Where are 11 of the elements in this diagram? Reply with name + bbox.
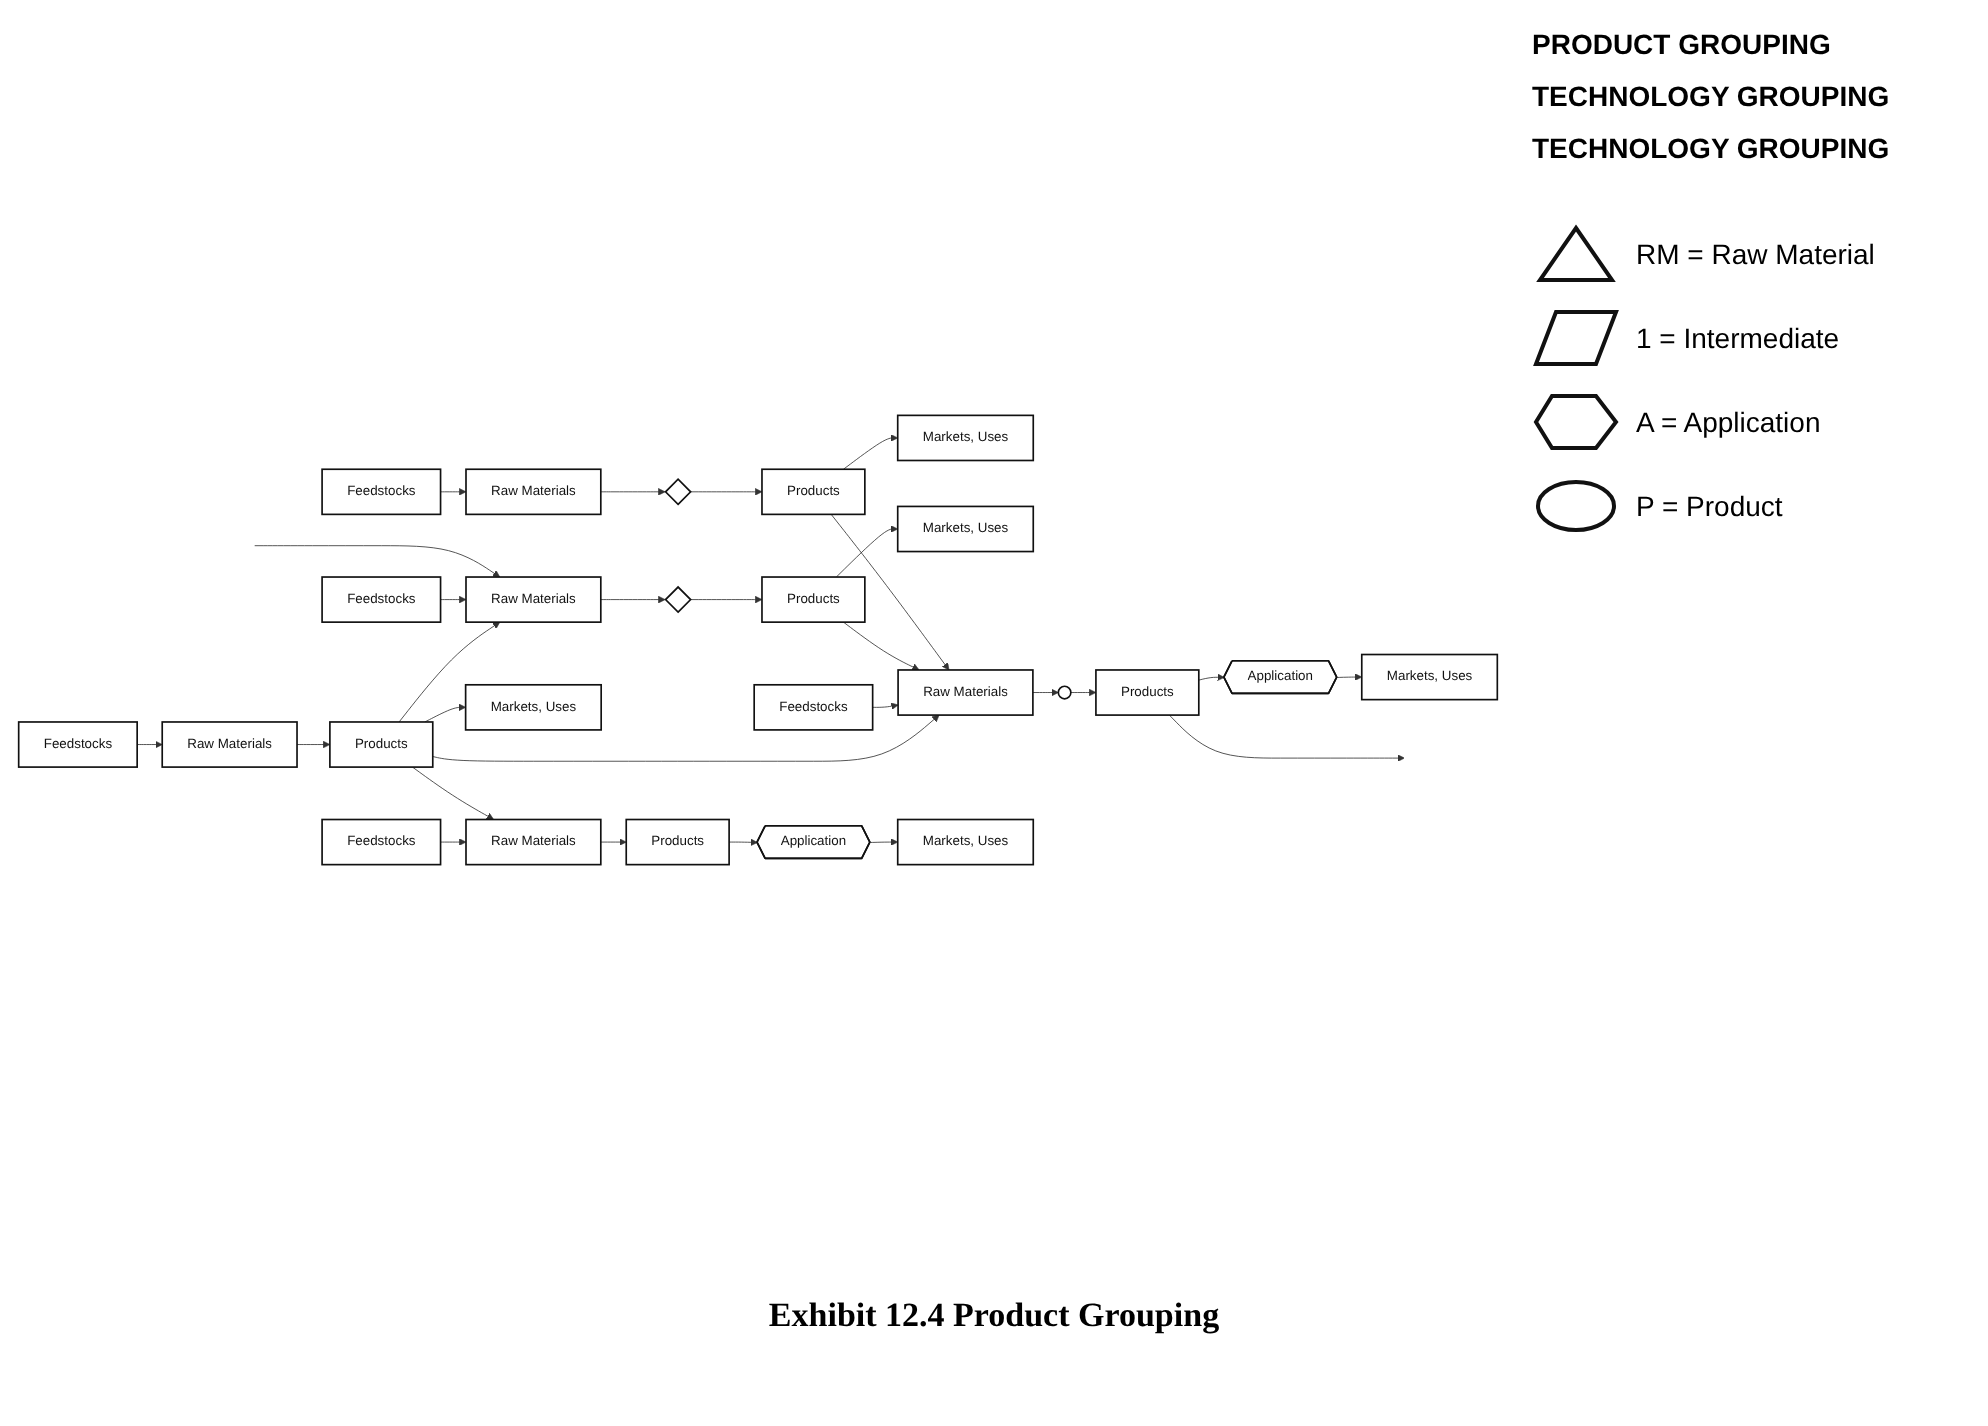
node-diamond [664, 585, 692, 614]
legend-text: 1 = Intermediate [1636, 322, 1840, 354]
group-heading: TECHNOLOGY GROUPING [1532, 132, 1892, 164]
legend-text: A = Application [1636, 406, 1821, 438]
legend-text: RM = Raw Material [1636, 238, 1875, 270]
legend-text: P = Product [1636, 490, 1783, 522]
caption: Exhibit 12.4 Product Grouping [766, 1296, 1222, 1336]
group-heading: TECHNOLOGY GROUPING [1532, 80, 1892, 112]
node-diamond [664, 478, 692, 506]
node-ellipse [1057, 685, 1072, 700]
group-heading: PRODUCT GROUPING [1532, 28, 1833, 60]
